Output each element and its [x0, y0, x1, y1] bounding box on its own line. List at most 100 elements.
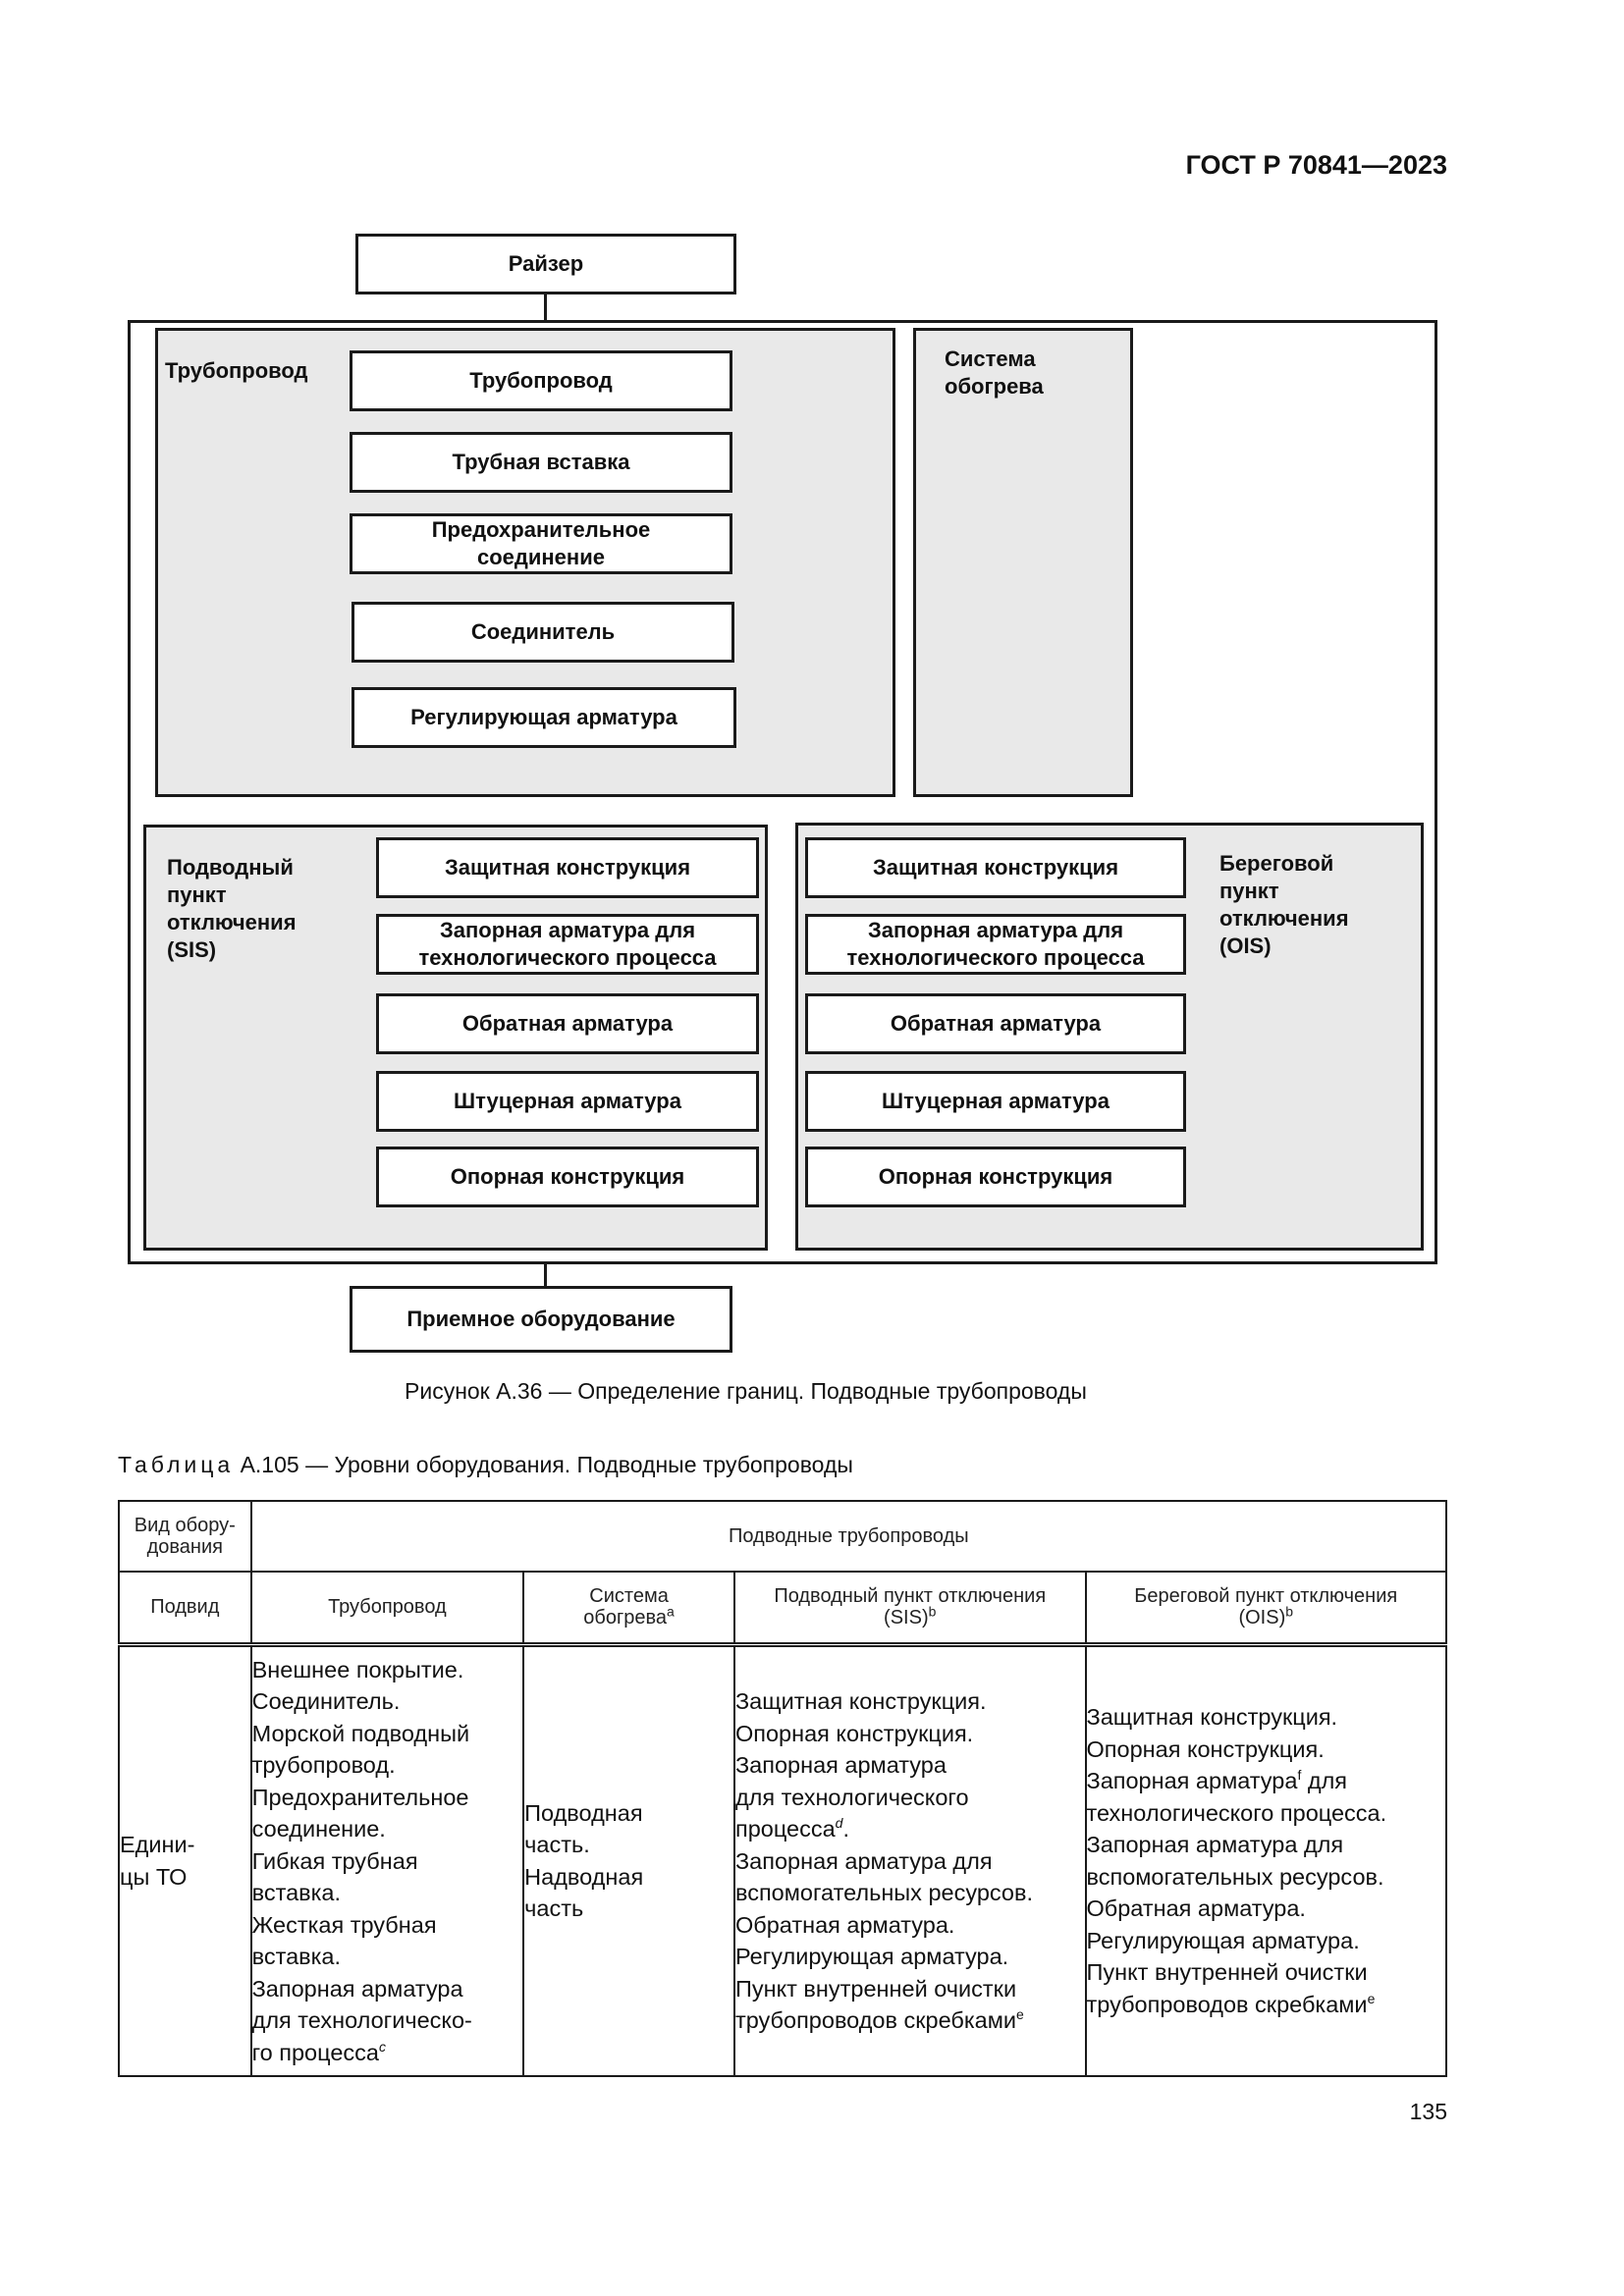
pipeline-item-spool: Трубная вставка	[350, 432, 732, 493]
ois-item-line: трубопроводов скребкамиe	[1087, 1989, 1446, 2021]
ois-item-process-shutoff-valve: Запорная арматура для технологического п…	[805, 914, 1186, 975]
header-sis-footnote: b	[928, 1603, 937, 1620]
ois-item-line: Пункт внутренней очистки	[1086, 1959, 1368, 1986]
table-header-row-1: Вид обору-дования Подводные трубопроводы	[118, 1500, 1448, 1573]
ois-panel-label: Береговой пункт отключения (OIS)	[1219, 851, 1349, 958]
ois-item-line: вспомогательных ресурсов.	[1086, 1863, 1384, 1890]
heating-panel	[913, 328, 1133, 797]
sis-item-text: трубопроводов скребками	[734, 2007, 1017, 2033]
header-heating-footnote: a	[667, 1603, 675, 1620]
heating-item-line: часть	[524, 1896, 584, 1922]
sis-item-process-shutoff-valve: Запорная арматура для технологического п…	[376, 914, 759, 975]
heating-panel-label: Система обогрева	[945, 347, 1044, 399]
sis-item-choke-valve: Штуцерная арматура	[376, 1071, 759, 1132]
header-heating-system: Система обогреваa	[522, 1571, 735, 1647]
pipeline-item-control-valve: Регулирующая арматура	[352, 687, 736, 748]
pipeline-item-text: го процесса	[251, 2039, 379, 2065]
sis-panel-label: Подводный пункт отключения (SIS)	[167, 855, 297, 962]
sis-item-line: трубопроводов скребкамиe	[735, 2004, 1085, 2037]
page-number: 135	[1409, 2099, 1447, 2124]
header-subsea-pipelines: Подводные трубопроводы	[249, 1500, 1448, 1573]
ois-item-line: Запорная арматура для	[1086, 1832, 1344, 1858]
heating-item-line: часть.	[524, 1832, 590, 1858]
header-subsea-isolation-station: Подводный пункт отключения (SIS)b	[732, 1571, 1087, 1647]
ois-footnote-f: f	[1297, 1767, 1302, 1784]
ois-item-line: технологического процесса.	[1086, 1799, 1387, 1826]
row-label-line: Едини-	[120, 1832, 195, 1858]
header-pipeline: Трубопровод	[249, 1571, 525, 1647]
ois-item-line: Опорная конструкция.	[1086, 1735, 1325, 1762]
heating-item-line: Надводная	[524, 1863, 644, 1890]
cell-pipeline-items: Внешнее покрытие. Соединитель. Морской п…	[249, 1643, 525, 2077]
sis-item-line: Опорная конструкция.	[734, 1720, 974, 1746]
sis-item-text: процесса	[734, 1816, 836, 1842]
riser-box: Райзер	[355, 234, 736, 294]
sis-item-line: для технологического	[734, 1784, 969, 1810]
sis-item-protective-structure: Защитная конструкция	[376, 837, 759, 898]
ois-item-text: трубопроводов скребками	[1086, 1991, 1368, 2017]
row-label-line: цы ТО	[120, 1863, 188, 1890]
pipeline-item-line: трубопровод.	[251, 1752, 396, 1778]
header-sis-text: Подводный пункт отключения (SIS)	[774, 1585, 1047, 1629]
sis-item-check-valve: Обратная арматура	[376, 993, 759, 1054]
pipeline-item-line: вставка.	[251, 1944, 342, 1969]
sis-footnote-d: d	[835, 1815, 843, 1832]
equipment-levels-table: Вид обору-дования Подводные трубопроводы…	[118, 1500, 1448, 2077]
pipeline-item-line: Предохранительное	[251, 1784, 469, 1810]
pipeline-item-line: Запорная арматура	[251, 1975, 463, 2002]
table-caption-title: А.105 — Уровни оборудования. Подводные т…	[234, 1452, 853, 1477]
header-onshore-isolation-station: Береговой пункт отключения (OIS)b	[1084, 1571, 1447, 1647]
header-equipment-type: Вид обору-дования	[118, 1500, 252, 1573]
ois-footnote-e: e	[1367, 1990, 1376, 2006]
header-ois-footnote: b	[1285, 1603, 1294, 1620]
document-header: ГОСТ Р 70841—2023	[1185, 150, 1447, 180]
sis-item-line: процессаd.	[734, 1815, 849, 1842]
figure-caption: Рисунок А.36 — Определение границ. Подво…	[405, 1378, 1087, 1404]
pipeline-item-line: вставка.	[251, 1880, 342, 1905]
pipeline-item-safety-joint: Предохранительное соединение	[350, 513, 732, 574]
header-ois-text: Береговой пункт отключения (OIS)	[1134, 1585, 1398, 1629]
heating-item-line: Подводная	[524, 1799, 643, 1826]
header-subdivision: Подвид	[118, 1571, 252, 1647]
table-row-units: Едини- цы ТО Внешнее покрытие. Соедините…	[118, 1643, 1447, 2077]
pipeline-item-line: Жесткая трубная	[251, 1911, 437, 1938]
sis-item-support-structure: Опорная конструкция	[376, 1147, 759, 1207]
cell-sis-items: Защитная конструкция. Опорная конструкци…	[732, 1643, 1087, 2077]
pipeline-footnote-c: c	[378, 2038, 386, 2055]
pipeline-item-line: Гибкая трубная	[251, 1847, 418, 1874]
connector-bottom	[544, 1263, 547, 1287]
ois-item-choke-valve: Штуцерная арматура	[805, 1071, 1186, 1132]
sis-item-line: Запорная арматура для	[734, 1847, 993, 1874]
pipeline-item-line-last: го процессаc	[252, 2037, 523, 2069]
pipeline-item-pipeline: Трубопровод	[350, 350, 732, 411]
table-header-row-2: Подвид Трубопровод Система обогреваa Под…	[118, 1571, 1447, 1647]
connector-top	[544, 294, 547, 322]
pipeline-panel-label: Трубопровод	[165, 358, 308, 383]
sis-footnote-e: e	[1016, 2006, 1024, 2023]
pipeline-item-line: Морской подводный	[251, 1720, 470, 1746]
cell-heating-items: Подводная часть. Надводная часть	[522, 1643, 735, 2077]
ois-item-protective-structure: Защитная конструкция	[805, 837, 1186, 898]
ois-item-text: Запорная арматура	[1086, 1768, 1298, 1794]
pipeline-item-line: Соединитель.	[251, 1688, 401, 1714]
boundary-frame	[128, 320, 1437, 1264]
table-caption-word: Таблица	[118, 1452, 235, 1477]
sis-item-line: Регулирующая арматура.	[734, 1944, 1009, 1969]
header-heating-text: Система обогрева	[583, 1585, 669, 1629]
table-caption: Таблица А.105 — Уровни оборудования. Под…	[118, 1452, 853, 1478]
ois-item-support-structure: Опорная конструкция	[805, 1147, 1186, 1207]
cell-ois-items: Защитная конструкция. Опорная конструкци…	[1084, 1643, 1447, 2077]
ois-item-line: Запорная арматураf для	[1087, 1765, 1446, 1797]
pipeline-item-connector: Соединитель	[352, 602, 734, 663]
sis-item-line: Обратная арматура.	[734, 1911, 955, 1938]
pipeline-item-line: Внешнее покрытие.	[251, 1656, 464, 1682]
ois-item-line: Обратная арматура.	[1086, 1896, 1306, 1922]
pipeline-item-line: соединение.	[251, 1816, 386, 1842]
sis-item-line: Защитная конструкция.	[734, 1688, 987, 1714]
cell-row-label: Едини- цы ТО	[118, 1643, 252, 2077]
ois-item-line: Регулирующая арматура.	[1086, 1927, 1360, 1953]
ois-item-text: для	[1307, 1768, 1348, 1794]
sis-item-line: Запорная арматура	[734, 1752, 947, 1778]
ois-item-line: Защитная конструкция.	[1086, 1704, 1338, 1731]
pipeline-item-line: для технологическо-	[251, 2007, 472, 2033]
